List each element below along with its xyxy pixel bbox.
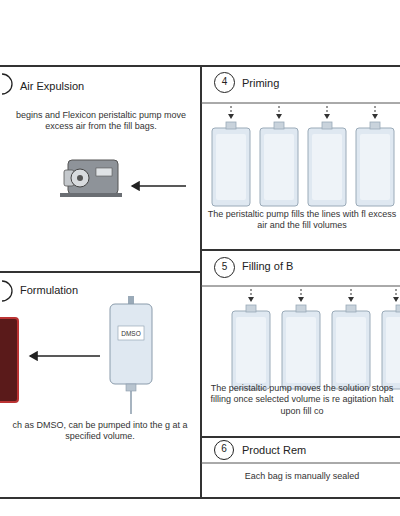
step-number: 4 (214, 72, 235, 93)
step-heading: Formulation (20, 284, 78, 298)
step-description: begins and Flexicon peristaltic pump mov… (6, 110, 196, 133)
step-description: ch as DMSO, can be pumped into the g at … (4, 420, 196, 443)
step-panel: 5 Filling of B The peristaltic pump moves … (202, 251, 400, 436)
step-heading: Product Rem (242, 444, 306, 458)
step-number: 6 (214, 440, 234, 460)
step-heading: Priming (242, 77, 279, 91)
step-panel: Formulation ch as DMSO, can be pumped int… (0, 273, 200, 497)
step-number-text: 6 (215, 443, 233, 456)
step-number-text: 5 (215, 261, 234, 274)
step-panel: Air Expulsion begins and Flexicon perista… (0, 67, 200, 271)
step-heading: Filling of B (242, 260, 293, 274)
step-description: The peristaltic pump fills the lines wit… (206, 209, 398, 232)
bag-label: DMSO (121, 330, 141, 337)
step-panel: 6 Product RemEach bag is manually sealed (202, 438, 400, 497)
step-description: The peristaltic pump moves the solution … (206, 383, 398, 417)
step-panel: 4 PrimingThe peristaltic pump fills the l… (202, 67, 400, 249)
step-number-text: 4 (215, 76, 234, 89)
step-heading: Air Expulsion (20, 80, 84, 94)
step-description: Each bag is manually sealed (206, 471, 398, 482)
step-number: 5 (214, 257, 235, 278)
